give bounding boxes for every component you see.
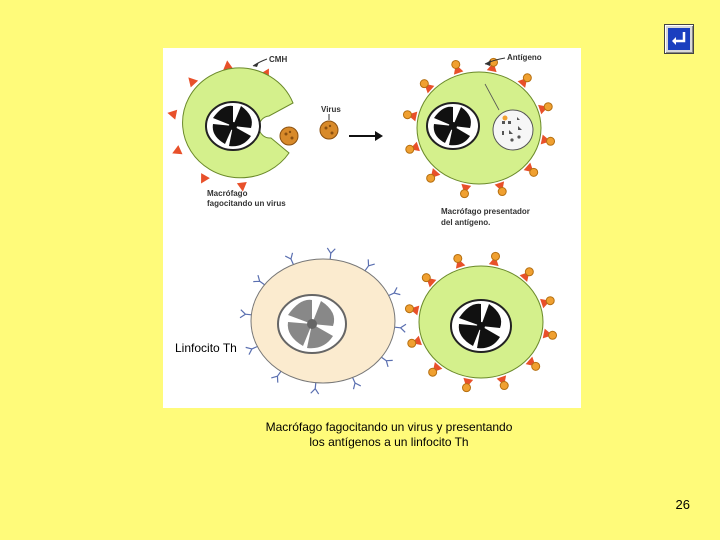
tcr-receptor	[381, 356, 393, 368]
antigen-dot	[461, 383, 471, 393]
antigen-dot	[421, 273, 431, 283]
caption-line-1: Macrófago fagocitando un virus y present…	[265, 420, 513, 434]
tcr-receptor	[239, 309, 252, 319]
transition-arrow	[349, 131, 383, 141]
receptor-spike	[201, 173, 210, 184]
tcr-receptor	[271, 370, 282, 383]
antigen-dot	[428, 367, 438, 377]
tcr-receptor	[364, 259, 375, 272]
receptor-spike	[223, 60, 234, 70]
nucleus-icon	[212, 105, 252, 147]
antigen-dot	[491, 251, 501, 261]
antigen-label: Antígeno	[507, 53, 542, 62]
macrophage-phagocytosing	[167, 60, 294, 192]
lymphocyte-th	[239, 247, 407, 395]
antigen-dot	[451, 59, 461, 69]
antigen-dot	[545, 296, 555, 306]
macrophage-label-1: Macrófago	[207, 189, 248, 198]
virus-label: Virus	[321, 105, 341, 114]
tcr-receptor	[352, 377, 362, 390]
tcr-receptor	[310, 382, 320, 395]
antigen-dot	[453, 253, 463, 263]
antigen-dot	[524, 267, 534, 277]
antigen-dot	[497, 187, 507, 197]
page-number: 26	[675, 497, 690, 512]
antigen-dot	[405, 144, 415, 154]
tcr-receptor	[284, 252, 294, 265]
antigen-dot	[499, 381, 509, 391]
tcr-receptor	[245, 345, 258, 355]
receptor-spike	[188, 77, 199, 88]
presenter-label-2: del antígeno.	[441, 218, 490, 227]
nucleus-icon	[458, 303, 502, 349]
antigen-dot	[402, 110, 412, 120]
antigen-dot	[546, 136, 556, 146]
tcr-receptor	[253, 274, 265, 286]
nucleus-icon	[287, 299, 335, 349]
antigen-dot	[543, 102, 553, 112]
macrophage-bottom	[404, 251, 558, 393]
antigen-dot	[548, 330, 558, 340]
antigen-dot	[407, 338, 417, 348]
antigen-dot	[531, 361, 541, 371]
receptor-spike	[172, 145, 183, 155]
caption-line-2: los antígenos a un linfocito Th	[309, 435, 469, 449]
presenter-label-1: Macrófago presentador	[441, 207, 530, 216]
receptor-spike	[236, 182, 247, 192]
cmh-label: CMH	[269, 55, 287, 64]
antigen-fragments	[502, 117, 522, 142]
figure-caption: Macrófago fagocitando un virus y present…	[214, 420, 564, 450]
receptor-spike	[167, 109, 178, 120]
antigen-dot	[522, 73, 532, 83]
tcr-receptor	[326, 247, 336, 260]
antigen-dot	[404, 304, 414, 314]
virus	[319, 120, 339, 140]
tcr-receptor	[394, 323, 407, 333]
macrophage-label-2: fagocitando un virus	[207, 199, 286, 208]
antigen-dot	[419, 79, 429, 89]
lymphocyte-label: Linfocito Th	[175, 341, 237, 355]
nucleus-icon	[433, 106, 471, 146]
tcr-receptor	[388, 287, 401, 297]
return-arrow-icon	[668, 28, 690, 50]
immune-diagram: Virus CMH Macrófago fagocitando un virus	[163, 48, 581, 408]
virus-engulfed	[279, 126, 299, 146]
antigen-dot	[459, 189, 469, 199]
antigen-dot	[529, 167, 539, 177]
return-button[interactable]	[664, 24, 694, 54]
macrophage-presenting	[402, 57, 556, 199]
antigen-dot	[426, 173, 436, 183]
